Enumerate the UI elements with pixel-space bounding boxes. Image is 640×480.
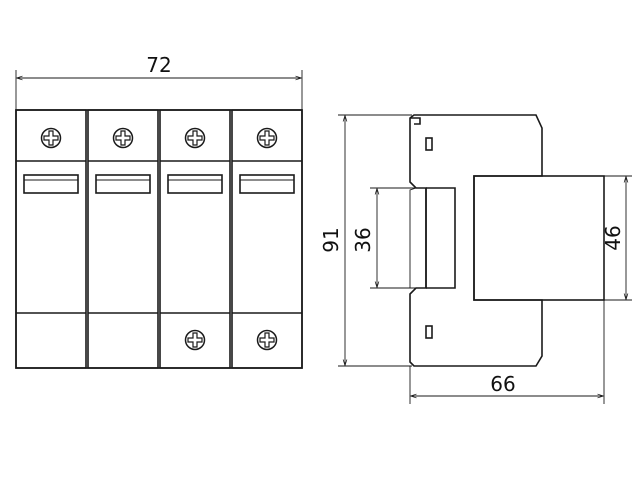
height-dimension-label: 91 (319, 227, 343, 252)
side-body-outline (409, 114, 543, 367)
pole-3-bottom-screw-icon[interactable] (184, 329, 206, 351)
depth-dimension: 66 (409, 300, 605, 404)
side-front-module (473, 175, 605, 301)
bottom-clip-slot (425, 325, 433, 339)
pole-3 (159, 109, 231, 369)
front-view: 72 (15, 53, 303, 369)
body-dimension: 46 (601, 175, 632, 301)
pole-4-window (239, 174, 295, 194)
pole-1-top-screw-icon[interactable] (40, 127, 62, 149)
height-dimension: 91 (319, 114, 412, 367)
pole-4 (231, 109, 303, 369)
top-clip-slot (425, 137, 433, 151)
pole-4-bottom-screw-icon[interactable] (256, 329, 278, 351)
side-view: 91 36 46 66 (319, 114, 632, 404)
pole-2-top-screw-icon[interactable] (112, 127, 134, 149)
pole-2 (87, 109, 159, 369)
rail-dimension-label: 36 (351, 227, 375, 252)
width-dimension-label: 72 (146, 53, 171, 77)
body-dimension-label: 46 (601, 225, 625, 250)
width-dimension: 72 (15, 53, 303, 110)
pole-3-window (167, 174, 223, 194)
pole-2-window (95, 174, 151, 194)
pole-1-window (23, 174, 79, 194)
pole-4-top-screw-icon[interactable] (256, 127, 278, 149)
front-body-outline (15, 109, 303, 369)
pole-3-top-screw-icon[interactable] (184, 127, 206, 149)
depth-dimension-label: 66 (490, 372, 515, 396)
pole-1 (15, 109, 87, 369)
rail-dimension: 36 (351, 187, 418, 289)
